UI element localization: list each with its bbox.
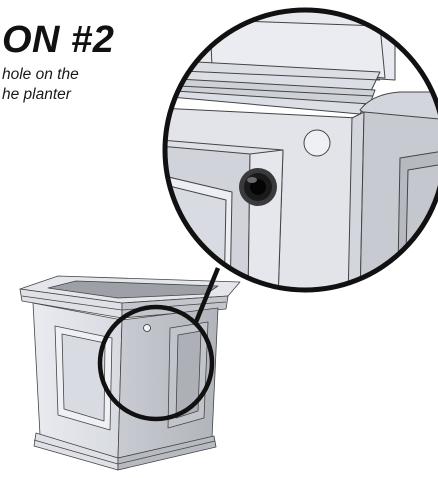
magnifier-ring-small — [97, 304, 215, 422]
magnifier-ring-large — [162, 7, 438, 293]
drain-hole-marker — [143, 324, 151, 332]
magnifier-connector — [193, 267, 221, 323]
instruction-line-1: hole on the — [2, 66, 79, 83]
planter-body — [19, 275, 241, 471]
mounting-hole-icon — [303, 129, 331, 157]
step-heading: ON #2 — [2, 19, 115, 61]
drain-hole-closeup-icon — [239, 168, 277, 206]
instruction-line-2: he planter — [2, 86, 71, 103]
